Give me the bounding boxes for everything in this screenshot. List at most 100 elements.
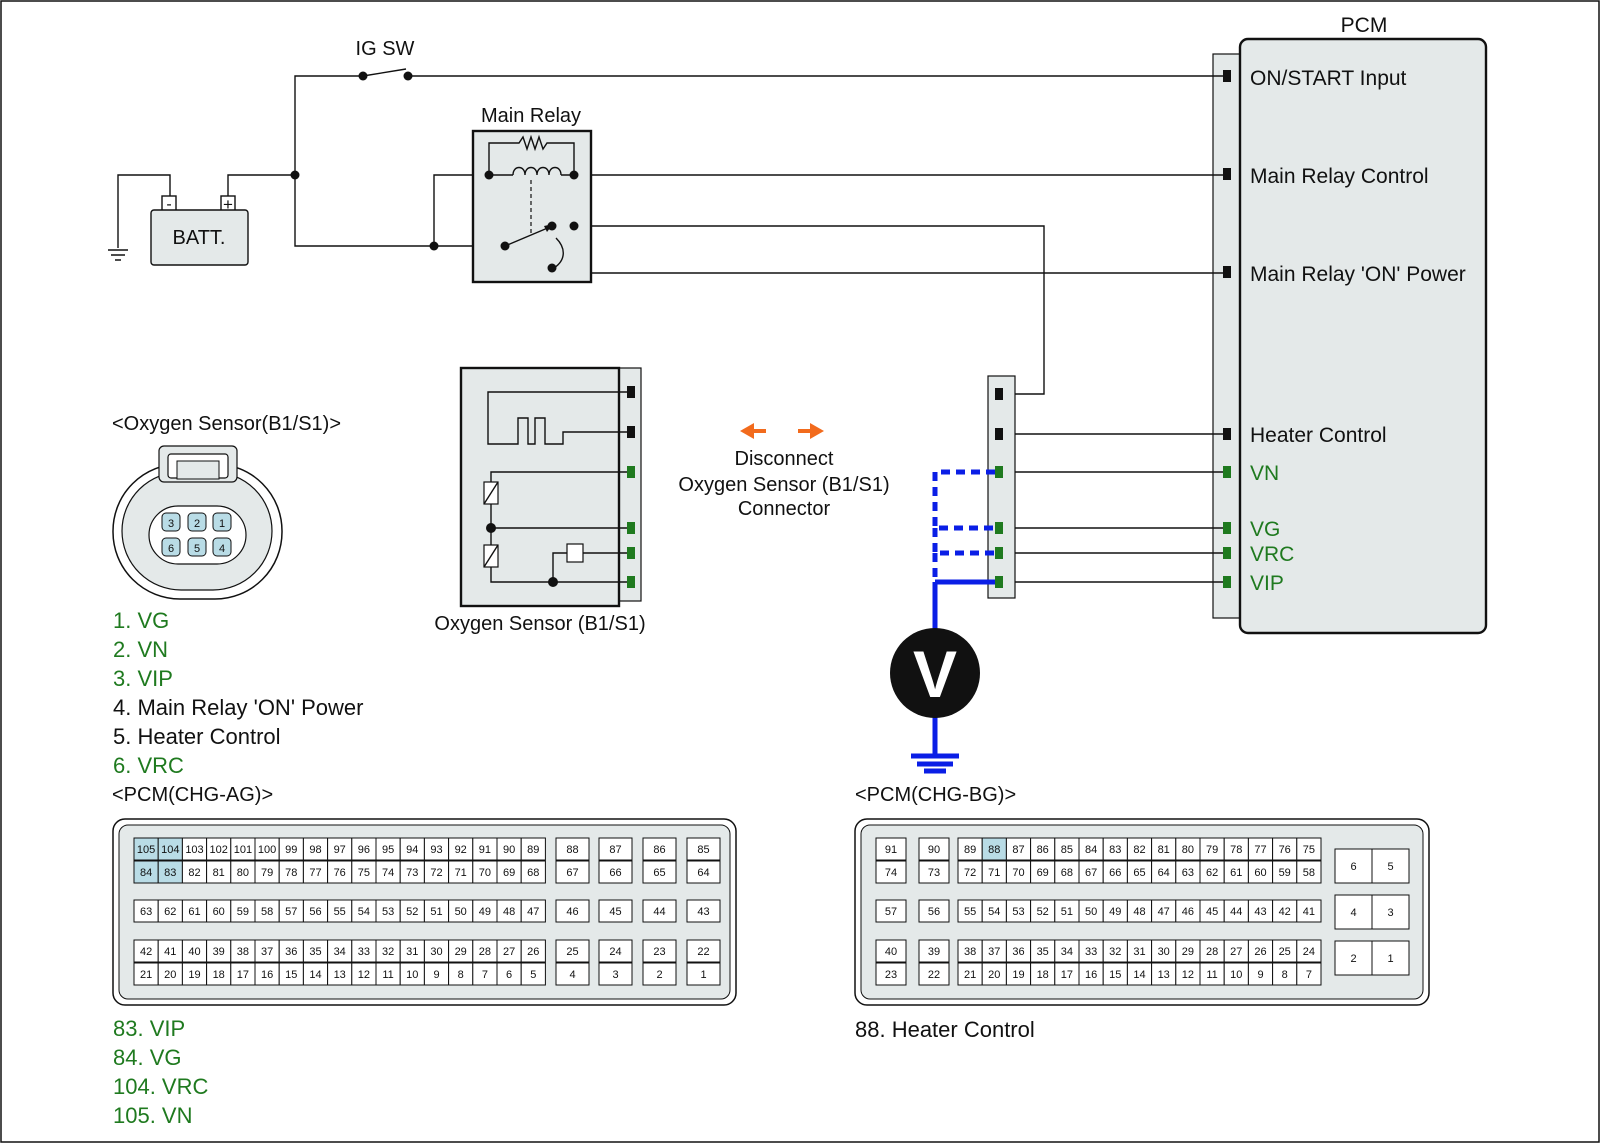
- svg-text:73: 73: [406, 867, 418, 879]
- pcm-ag-pin: 41: [157, 939, 183, 963]
- pcm-bg-pin: 37: [981, 939, 1007, 963]
- pcm-bg-pin: 74: [875, 860, 907, 884]
- pcm-ag-pin: 27: [496, 939, 522, 963]
- svg-text:2: 2: [1350, 953, 1356, 965]
- svg-text:6: 6: [1350, 861, 1356, 873]
- svg-text:5: 5: [194, 543, 200, 555]
- pcm-bg-pin: 50: [1078, 899, 1104, 923]
- svg-text:26: 26: [527, 946, 539, 958]
- pcm-bg-pin: 64: [1151, 860, 1177, 884]
- pcm-bg-pin: 49: [1102, 899, 1128, 923]
- oxygen-connector-pin: 2: [187, 512, 207, 532]
- pcm-bg-pin: 36: [1005, 939, 1032, 963]
- pcm-ag-pin: 55: [327, 899, 353, 923]
- svg-text:24: 24: [609, 946, 621, 958]
- pcm-ag-pinout-item: 105. VN: [113, 1103, 193, 1128]
- pcm-bg-pin: 91: [875, 837, 907, 861]
- pcm-bg-pin: 81: [1151, 837, 1177, 861]
- svg-text:34: 34: [334, 946, 346, 958]
- svg-text:52: 52: [1037, 906, 1049, 918]
- svg-text:12: 12: [358, 969, 370, 981]
- svg-text:18: 18: [213, 969, 225, 981]
- svg-text:23: 23: [653, 946, 665, 958]
- pcm-bg-pin: 18: [1030, 962, 1056, 986]
- svg-text:74: 74: [382, 867, 394, 879]
- svg-text:85: 85: [697, 844, 709, 856]
- pcm-ag-pin: 102: [206, 837, 232, 861]
- oxygen-connector-pin: 6: [161, 537, 181, 557]
- pcm-bg-pin: 65: [1126, 860, 1153, 884]
- pcm-ag-pin: 70: [472, 860, 498, 884]
- svg-text:22: 22: [928, 969, 940, 981]
- svg-text:64: 64: [697, 867, 709, 879]
- pcm-bg-pin: 16: [1078, 962, 1104, 986]
- svg-text:43: 43: [1254, 906, 1266, 918]
- svg-text:11: 11: [382, 969, 393, 981]
- svg-text:7: 7: [1306, 969, 1312, 981]
- pcm-bg-pin: 42: [1272, 899, 1298, 923]
- oxygen-sensor-schematic: [459, 366, 642, 608]
- svg-text:31: 31: [406, 946, 418, 958]
- svg-text:1: 1: [700, 969, 706, 981]
- pcm-ag-pin: 90: [496, 837, 522, 861]
- svg-text:81: 81: [1158, 844, 1170, 856]
- pcm-bg-pin: 25: [1272, 939, 1298, 963]
- pcm-ag-pin: 86: [642, 837, 677, 861]
- pcm-bg-pin: 58: [1296, 860, 1322, 884]
- pcm-ag-pin: 33: [351, 939, 377, 963]
- svg-text:45: 45: [609, 906, 621, 918]
- pcm-box: [1238, 37, 1488, 635]
- pcm-ag-pin: 67: [555, 860, 590, 884]
- svg-text:47: 47: [1158, 906, 1170, 918]
- svg-text:12: 12: [1182, 969, 1194, 981]
- svg-text:13: 13: [1158, 969, 1170, 981]
- svg-text:45: 45: [1206, 906, 1218, 918]
- svg-text:28: 28: [1206, 946, 1218, 958]
- svg-text:2: 2: [194, 518, 200, 530]
- pcm-ag-pin: 13: [327, 962, 353, 986]
- pcm-ag-pin: 40: [181, 939, 208, 963]
- svg-text:88: 88: [988, 844, 1000, 856]
- svg-text:85: 85: [1061, 844, 1073, 856]
- svg-text:104: 104: [161, 844, 179, 856]
- oxygen-connector-pin: 4: [212, 537, 232, 557]
- pcm-ag-pin: 95: [375, 837, 401, 861]
- pcm-ag-pin: 2: [642, 962, 677, 986]
- pcm-vg-label: VG: [1250, 518, 1280, 541]
- svg-text:67: 67: [1085, 867, 1097, 879]
- svg-text:62: 62: [164, 906, 176, 918]
- disconnect-arrow-icon: [740, 423, 824, 439]
- svg-text:98: 98: [309, 844, 321, 856]
- pcm-ag-pin: 11: [375, 962, 401, 986]
- pcm-ag-pin: 4: [555, 962, 590, 986]
- pcm-bg-pin: 76: [1272, 837, 1298, 861]
- svg-text:38: 38: [237, 946, 249, 958]
- svg-text:35: 35: [1037, 946, 1049, 958]
- svg-text:84: 84: [140, 867, 152, 879]
- pcm-ag-pin: 19: [181, 962, 208, 986]
- pcm-ag-pin: 88: [555, 837, 590, 861]
- pcm-ag-pin: 72: [423, 860, 450, 884]
- pcm-ag-pin: 17: [230, 962, 256, 986]
- svg-text:93: 93: [430, 844, 442, 856]
- svg-text:83: 83: [164, 867, 176, 879]
- pcm-ag-pin: 61: [181, 899, 208, 923]
- pcm-ag-pin: 76: [327, 860, 353, 884]
- pcm-ag-pinout-item: 104. VRC: [113, 1074, 208, 1099]
- svg-text:9: 9: [1257, 969, 1263, 981]
- svg-text:78: 78: [1230, 844, 1242, 856]
- pcm-ag-pin: 59: [230, 899, 256, 923]
- pcm-ag-pin: 24: [598, 939, 633, 963]
- svg-text:50: 50: [1085, 906, 1097, 918]
- svg-text:33: 33: [358, 946, 370, 958]
- svg-text:71: 71: [455, 867, 467, 879]
- svg-text:35: 35: [309, 946, 321, 958]
- svg-text:63: 63: [140, 906, 152, 918]
- pcm-ag-pin: 26: [520, 939, 546, 963]
- svg-text:87: 87: [609, 844, 621, 856]
- pcm-ag-pin: 77: [302, 860, 329, 884]
- svg-text:77: 77: [309, 867, 321, 879]
